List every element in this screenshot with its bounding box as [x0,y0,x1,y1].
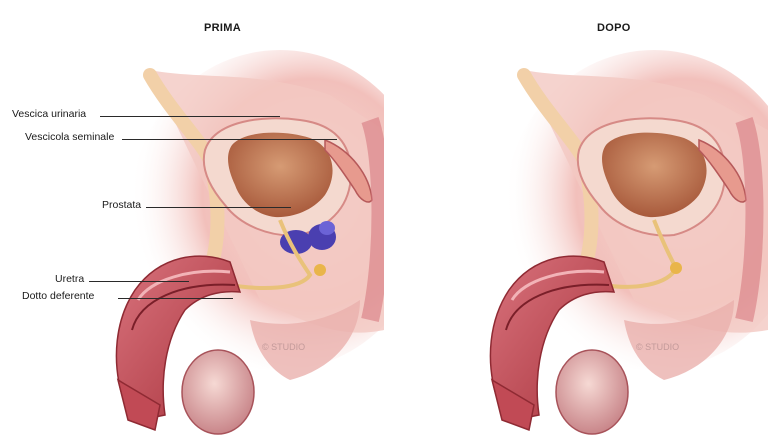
panel-dopo: © STUDIO DOPO [384,0,768,438]
leader-line-prostata [146,207,291,208]
testis [182,350,254,434]
label-prostata: Prostata [102,199,141,211]
label-vescica-urinaria: Vescica urinaria [12,108,86,120]
label-vescicola-seminale: Vescicola seminale [25,131,114,143]
watermark: © STUDIO [262,342,305,352]
leader-line-vescicola [122,139,337,140]
cowper-gland [314,264,326,276]
leader-line-vescica [100,116,280,117]
panel-title: PRIMA [204,22,241,34]
prostate-lobe-top [319,221,335,235]
anastomosis-point [670,262,682,274]
leader-line-dotto [118,298,233,299]
rectum [370,120,381,320]
leader-line-uretra [89,281,189,282]
anatomy-illustration-dopo: © STUDIO [384,0,768,438]
testis [556,350,628,434]
label-dotto-deferente: Dotto deferente [22,290,94,302]
anatomy-illustration-prima: © STUDIO [0,0,384,438]
panel-title: DOPO [597,22,631,34]
rectum [744,120,755,320]
watermark: © STUDIO [636,342,679,352]
label-uretra: Uretra [55,273,84,285]
panel-prima: © STUDIO PRIMA Vescica urinaria Vescicol… [0,0,384,438]
